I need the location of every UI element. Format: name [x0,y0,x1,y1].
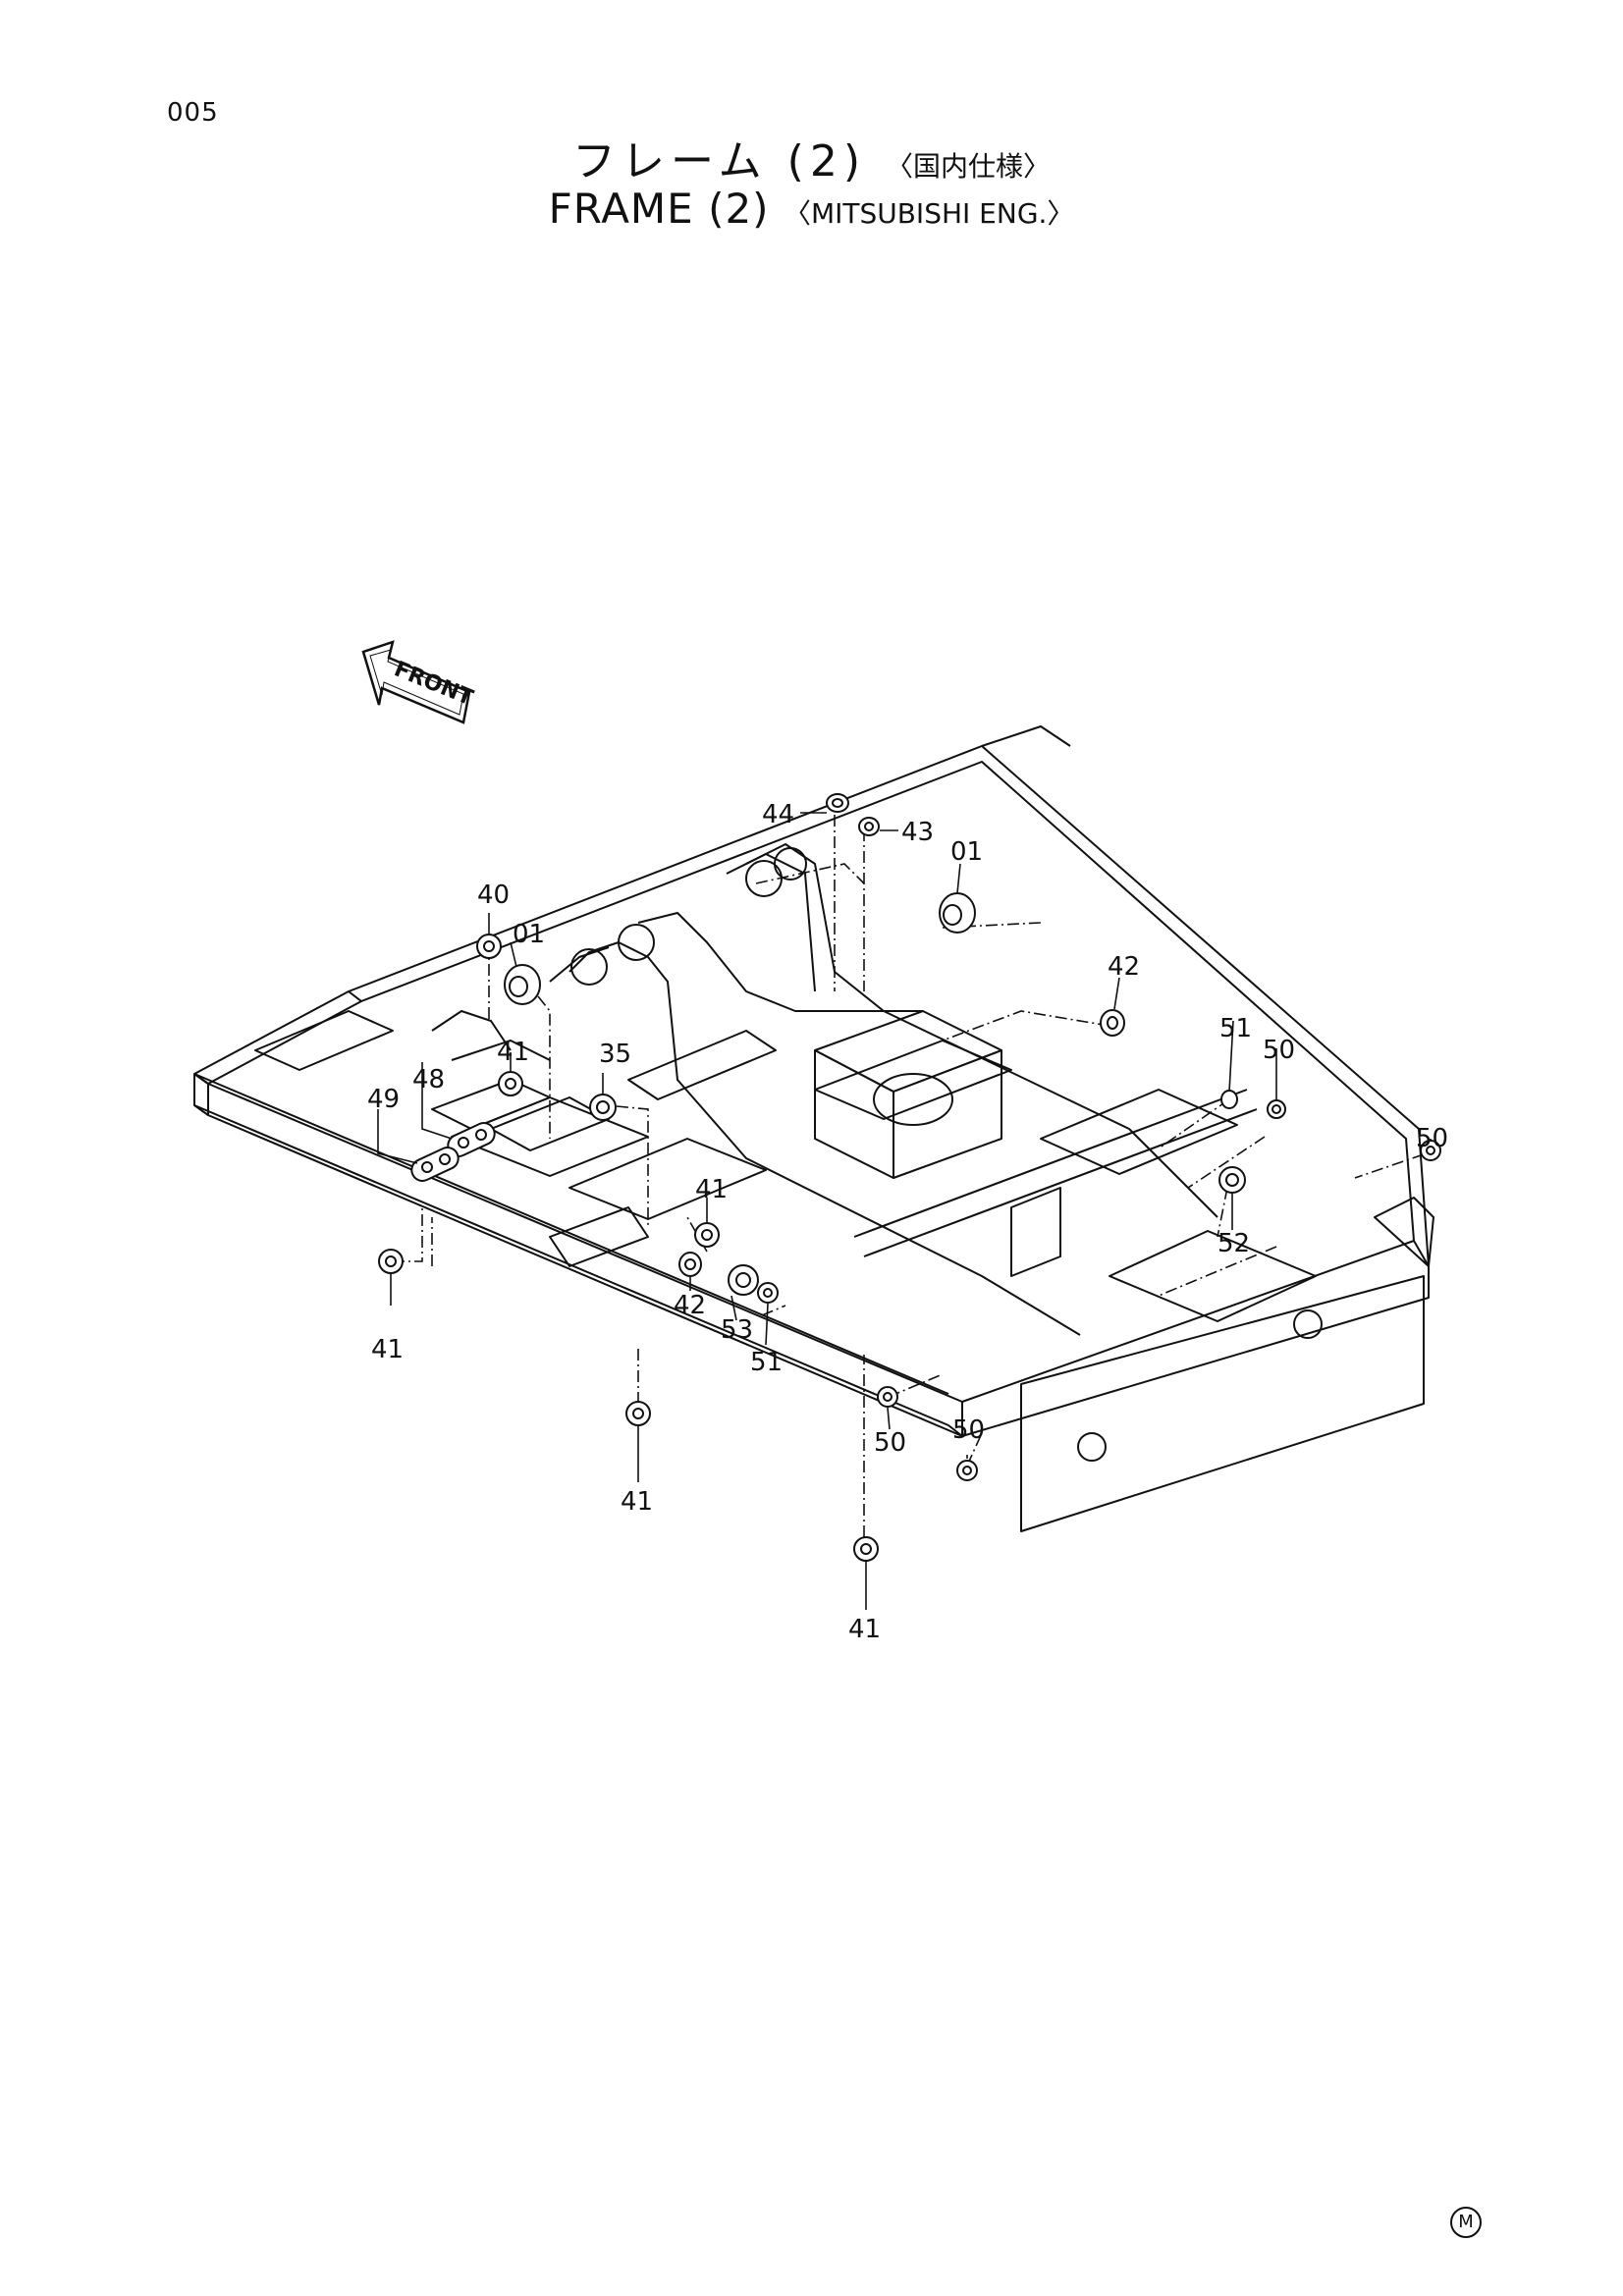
part-01a [939,892,976,934]
callout-50-front-left: 50 [874,1428,906,1458]
part-49 [410,1147,460,1182]
callout-51-rear: 51 [1219,1014,1252,1043]
part-01b [504,964,541,1005]
part-40 [476,934,502,959]
callout-35: 35 [599,1040,631,1069]
part-42b [678,1252,702,1277]
title-jp-spec: 〈国内仕様〉 [886,150,1052,183]
part-51b [757,1282,779,1304]
part-53 [728,1264,759,1296]
leader-lines [393,815,1425,1559]
title-en-number: (2) [708,185,770,233]
callout-50-far-right: 50 [1416,1124,1448,1153]
callout-43: 43 [901,818,934,847]
title-en-spec: 〈MITSUBISHI ENG.〉 [783,197,1075,230]
callout-numbers: 44 43 01 40 01 42 41 35 48 49 51 50 50 4… [367,800,1448,1644]
callout-49: 49 [367,1085,400,1114]
part-41b [694,1222,720,1248]
part-42a [1100,1009,1125,1037]
callout-44: 44 [762,800,794,829]
part-35 [589,1094,617,1121]
callout-50-rear: 50 [1263,1036,1295,1065]
part-44 [826,793,849,813]
callout-41-bottom: 41 [848,1615,881,1644]
callout-41-mid: 41 [695,1175,728,1204]
callout-50-front-right: 50 [952,1415,985,1445]
callout-01-rear: 01 [950,837,983,867]
part-50a [1267,1099,1286,1119]
callout-53: 53 [721,1315,753,1345]
callout-42-rear: 42 [1108,952,1140,982]
callout-51-front: 51 [750,1348,783,1377]
part-52 [1218,1166,1246,1194]
part-41c [378,1249,404,1274]
frame-body [193,725,1434,1532]
part-41d [625,1401,651,1426]
callout-48: 48 [412,1065,445,1095]
parts [378,793,1441,1562]
part-41e [853,1536,879,1562]
callout-40: 40 [477,881,510,910]
title-jp-main: フレーム [571,136,768,187]
callout-42-mid: 42 [674,1291,706,1320]
part-50b [1420,1140,1441,1161]
part-41a [498,1071,523,1096]
title-japanese: フレーム (2) 〈国内仕様〉 [0,126,1623,188]
part-51a [1220,1090,1238,1109]
part-50c [877,1386,898,1408]
front-arrow-icon: FRONT [361,640,476,724]
callout-41-left: 41 [371,1335,404,1364]
title-english: FRAME (2) 〈MITSUBISHI ENG.〉 [0,185,1623,233]
callout-01-front: 01 [513,920,545,949]
part-43 [858,817,880,836]
title-en-main: FRAME [548,185,694,233]
callout-41-upper: 41 [497,1038,529,1067]
page-mark: M [1450,2207,1482,2238]
title-jp-number: (2) [786,136,866,187]
part-50d [956,1460,978,1481]
page-number: 005 [167,98,219,128]
callout-leaders [377,812,1432,1610]
front-label: FRONT [391,657,476,711]
callout-52: 52 [1217,1229,1250,1258]
callout-41-lower: 41 [621,1487,653,1517]
